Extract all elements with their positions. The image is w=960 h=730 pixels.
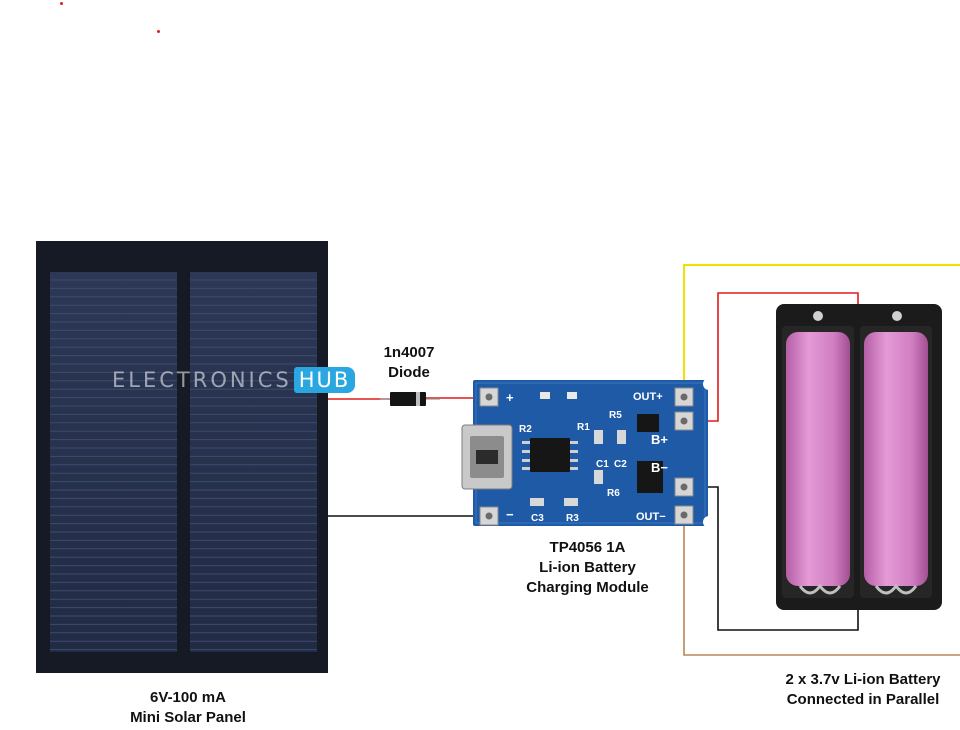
solar-panel-label-line1: 6V-100 mA [150, 689, 226, 706]
diode [380, 392, 440, 406]
charger-ic [530, 438, 570, 472]
silk-r1: R1 [577, 422, 590, 433]
solar-panel-label-line2: Mini Solar Panel [130, 709, 246, 726]
diode-label-line1: 1n4007 [383, 344, 435, 361]
solar-panel-label: 6V-100 mA Mini Solar Panel [100, 688, 276, 728]
wire-yellow-out-plus [683, 264, 960, 396]
module-label-line3: Charging Module [526, 579, 649, 596]
battery-label-line2: Connected in Parallel [786, 691, 940, 708]
diode-label-line2: Diode [388, 364, 430, 381]
protection-ic-1 [637, 414, 659, 432]
diode-band [416, 392, 420, 406]
silk-out-minus: OUT− [636, 511, 666, 523]
diode-label: 1n4007 Diode [366, 343, 452, 383]
battery-label: 2 x 3.7v Li-ion Battery Connected in Par… [766, 670, 960, 710]
silk-c3: C3 [531, 513, 544, 524]
tp4056-module: OUT+ B+ B− OUT− + − R2 R1 R5 C1 C2 R6 C3… [461, 378, 715, 528]
battery-cell-1 [786, 332, 850, 586]
watermark-text: ELECTRONICS [112, 368, 292, 392]
battery-holder [776, 304, 942, 610]
decorative-dot [157, 30, 160, 33]
silk-in-plus: + [506, 390, 514, 405]
silk-c2: C2 [614, 459, 627, 470]
solar-panel [36, 241, 328, 673]
battery-cell-2 [864, 332, 928, 586]
silk-b-plus: B+ [651, 432, 668, 447]
decorative-dot [60, 2, 63, 5]
silk-c1: C1 [596, 459, 609, 470]
watermark-logo: ELECTRONICS HUB [112, 367, 356, 393]
watermark-badge: HUB [293, 367, 356, 393]
wire-brown-out-minus [683, 515, 960, 656]
silk-r6: R6 [607, 488, 620, 499]
battery-label-line1: 2 x 3.7v Li-ion Battery [785, 671, 941, 688]
silk-out-plus: OUT+ [633, 391, 663, 403]
protection-ic-2 [637, 461, 663, 493]
diode-body [390, 392, 426, 406]
module-label-line2: Li-ion Battery [539, 559, 636, 576]
module-label: TP4056 1A Li-ion Battery Charging Module [500, 538, 675, 598]
silk-in-minus: − [506, 507, 514, 522]
module-label-line1: TP4056 1A [549, 539, 626, 556]
silk-b-minus: B− [651, 460, 668, 475]
silk-r2: R2 [519, 424, 532, 435]
silk-r5: R5 [609, 410, 622, 421]
silk-r3: R3 [566, 513, 579, 524]
